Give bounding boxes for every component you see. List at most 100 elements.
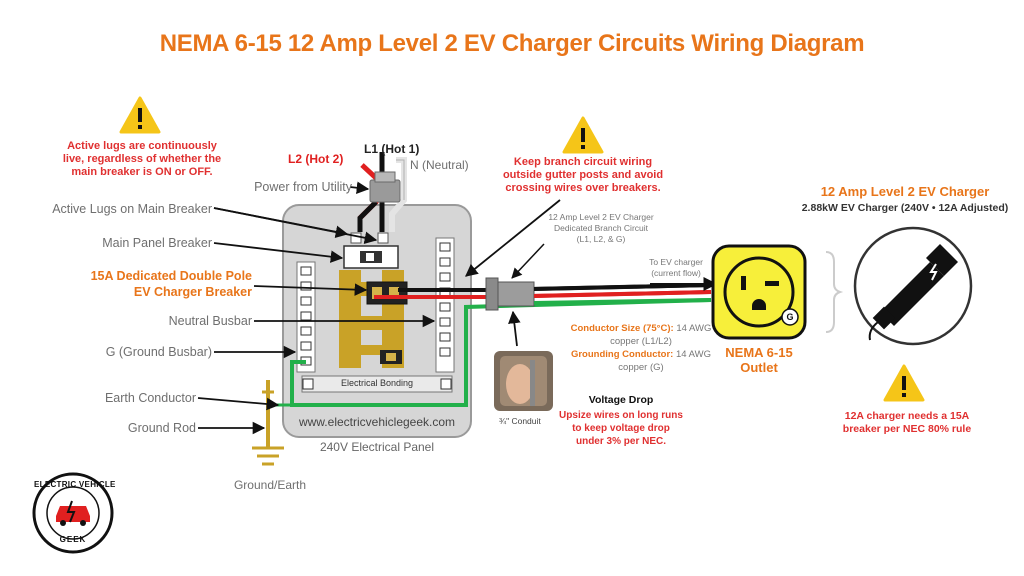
warning-icon	[562, 116, 604, 154]
active-lugs-label: Active Lugs on Main Breaker	[52, 202, 212, 216]
warning-routing-text: Keep branch circuit wiring outside gutte…	[488, 156, 678, 195]
warning-lugs-line: Active lugs are continuously	[67, 140, 217, 152]
busbar-tab-2	[361, 316, 382, 330]
warning-lugs-line: live, regardless of whether the	[62, 153, 222, 165]
main-breaker-toggle	[366, 253, 374, 261]
panel-name-label: 240V Electrical Panel	[319, 440, 435, 454]
ev-breaker-label-line1: 15A Dedicated Double Pole	[90, 269, 252, 283]
grounding-conductor-value2: copper (G)	[618, 362, 664, 373]
busbar-main-left	[339, 270, 361, 368]
warning-routing-line: crossing wires over breakers.	[505, 182, 661, 194]
outlet-label-line: Outlet	[740, 360, 778, 375]
ev-breaker-label-line2: EV Charger Breaker	[133, 285, 252, 299]
bonding-screw-right	[440, 378, 452, 390]
neutral-wire-utility-outline	[396, 159, 405, 200]
logo-bottom-text: GEEK	[59, 535, 87, 544]
main-lug-right	[377, 232, 389, 244]
charger-brace	[825, 251, 844, 333]
nema-6-15-outlet	[711, 244, 807, 340]
service-entrance-cap	[374, 171, 396, 183]
warning-routing-line: Keep branch circuit wiring	[513, 156, 653, 168]
voltage-drop-line: to keep voltage drop	[572, 423, 670, 434]
ground-earth-label: Ground/Earth	[233, 478, 307, 492]
arrow-active-lugs-2	[213, 207, 378, 244]
main-lug-left	[350, 232, 362, 244]
charger-title: 12 Amp Level 2 EV Charger	[820, 184, 990, 199]
bonding-strap	[301, 375, 453, 393]
ground-busbar-screw-6	[300, 341, 312, 351]
outlet-label-line: NEMA 6-15	[725, 345, 793, 360]
neutral-label: N (Neutral)	[410, 158, 469, 172]
arrow-branch-circuit	[511, 243, 545, 279]
ground-busbar-screw-3	[300, 296, 312, 306]
voltage-drop-line: under 3% per NEC.	[575, 436, 667, 447]
grounding-conductor-label: Grounding Conductor:	[570, 349, 674, 360]
voltage-drop-line: Upsize wires on long runs	[559, 410, 683, 421]
conduit-body	[497, 281, 535, 307]
warning-icon	[119, 96, 161, 134]
breaker-rule-line: 12A charger needs a 15A	[844, 410, 970, 422]
to-ev-charger-line: (current flow)	[651, 268, 701, 278]
neutral-busbar-screw-1	[439, 242, 451, 252]
breaker-rule-line: breaker per NEC 80% rule	[842, 423, 972, 435]
branch-wire-l2-red-out	[533, 290, 712, 298]
earth-conductor-label: Earth Conductor	[104, 391, 196, 405]
ev-plug-icon	[853, 226, 973, 346]
arrow-routing-warning	[465, 199, 561, 277]
arrow-earth-conductor	[197, 397, 280, 411]
neutral-busbar-label: Neutral Busbar	[168, 314, 252, 328]
ground-busbar-screw-2	[300, 281, 312, 291]
neutral-busbar-screw-6	[439, 317, 451, 327]
warning-lugs-text: Active lugs are continuously live, regar…	[52, 140, 232, 179]
page-title: NEMA 6-15 12 Amp Level 2 EV Charger Circ…	[159, 30, 865, 57]
conduit-label: ¾" Conduit	[499, 416, 541, 426]
conduit-photo	[494, 351, 553, 411]
small-breaker-toggle	[386, 353, 396, 361]
ground-busbar-label: G (Ground Busbar)	[105, 345, 212, 359]
conduit-fitting	[485, 277, 499, 311]
ev-breaker-pole-1	[372, 287, 382, 299]
branch-wire-ground-green-out	[533, 298, 712, 305]
neutral-busbar-screw-8	[439, 347, 451, 357]
branch-circuit-line: (L1, L2, & G)	[576, 234, 626, 244]
arrow-main-breaker	[213, 242, 344, 263]
service-entrance-fitting	[369, 179, 401, 203]
website-label: www.electricvehiclegeek.com	[298, 415, 456, 429]
logo-top-text: ELECTRIC VEHICLE	[34, 480, 116, 489]
outlet-ground-letter: G	[786, 312, 794, 322]
ground-busbar-screw-4	[300, 311, 312, 321]
l2-wire-black-seg	[357, 200, 378, 232]
outlet-label: NEMA 6-15 Outlet	[712, 345, 806, 375]
ev-breaker-pole-2	[389, 287, 399, 299]
voltage-drop-text: Upsize wires on long runs to keep voltag…	[556, 409, 686, 448]
l1-label: L1 (Hot 1)	[364, 142, 420, 156]
branch-circuit-line: Dedicated Branch Circuit	[553, 223, 648, 233]
logo	[32, 472, 114, 554]
to-ev-charger-line: To EV charger	[649, 257, 703, 267]
ground-busbar-screw-5	[300, 326, 312, 336]
logo-car-icon	[56, 500, 90, 526]
breaker-rule-text: 12A charger needs a 15A breaker per NEC …	[832, 410, 982, 436]
conductor-size-value: 14 AWG	[676, 323, 712, 334]
ground-busbar-screw-1	[300, 266, 312, 276]
arrow-power-utility	[349, 181, 370, 195]
warning-lugs-line: main breaker is ON or OFF.	[71, 166, 213, 178]
voltage-drop-title: Voltage Drop	[588, 394, 654, 406]
arrow-conduit	[508, 310, 521, 347]
conductor-size-value2: copper (L1/L2)	[610, 336, 672, 347]
to-ev-charger-label: To EV charger (current flow)	[630, 257, 722, 279]
conductor-specs: Conductor Size (75°C): 14 AWG copper (L1…	[566, 322, 716, 374]
electrical-bonding-label: Electrical Bonding	[340, 378, 414, 388]
warning-icon	[883, 364, 925, 402]
arrow-ev-breaker	[253, 283, 368, 296]
grounding-conductor-value: 14 AWG	[675, 349, 712, 360]
warning-routing-line: outside gutter posts and avoid	[502, 169, 664, 181]
main-breaker-label: Main Panel Breaker	[102, 236, 212, 250]
branch-circuit-label: 12 Amp Level 2 EV Charger Dedicated Bran…	[538, 212, 664, 245]
bonding-screw-left	[302, 378, 314, 390]
neutral-busbar-screw-7	[439, 332, 451, 342]
power-from-utility-label: Power from Utility	[254, 180, 352, 194]
neutral-busbar-screw-2	[439, 257, 451, 267]
